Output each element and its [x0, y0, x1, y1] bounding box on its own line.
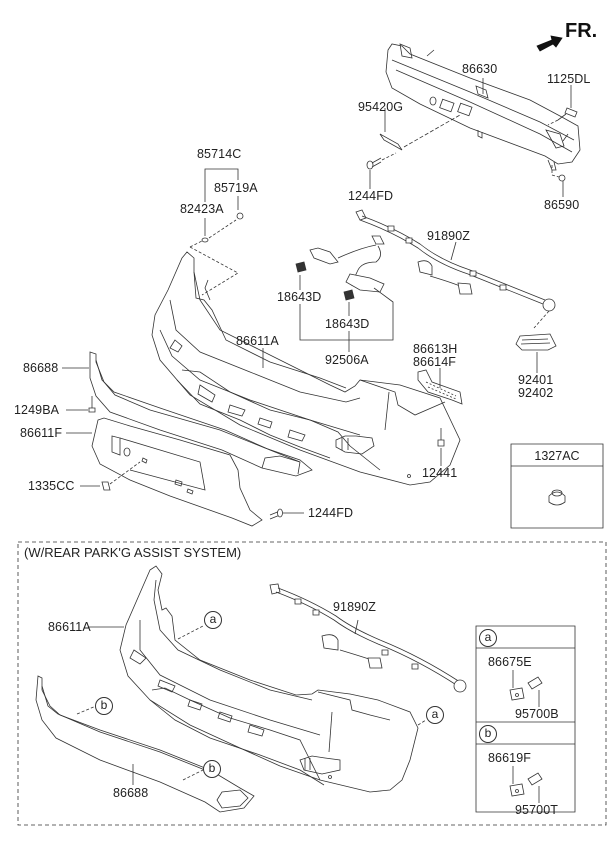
label-85719A: 85719A: [214, 181, 258, 195]
label-82423A: 82423A: [180, 202, 224, 216]
lower-trim-86688-bottom: [36, 676, 254, 812]
inset-a-callout: a: [479, 629, 497, 647]
callout-b-upper: b: [95, 697, 113, 715]
bracket-86613H: [418, 368, 462, 404]
label-1249BA: 1249BA: [14, 403, 60, 417]
front-direction-label: FR.: [565, 20, 598, 42]
bumper-cover-86611A-top: [152, 252, 460, 485]
label-86614F: 86614F: [413, 355, 456, 369]
inset-b-callout: b: [479, 725, 497, 743]
bumper-beam-86630: [386, 44, 580, 170]
label-92401: 92401: [518, 373, 554, 387]
label-18643D-b: 18643D: [325, 317, 370, 331]
nut-86590: [552, 165, 565, 197]
reflector-92401: [516, 334, 556, 373]
fastener-group-85714C: [190, 169, 243, 295]
screw-1244FD-top: [367, 153, 396, 189]
inset-box-a: [476, 626, 575, 812]
bolt-1249BA: [66, 396, 95, 412]
label-95700B: 95700B: [515, 707, 559, 721]
label-86611A-top: 86611A: [236, 334, 279, 348]
label-1125DL: 1125DL: [547, 72, 591, 86]
wiring-harness-91890Z-bottom: [270, 584, 466, 692]
screw-1244FD-bottom: [270, 509, 304, 519]
label-1244FD-bottom: 1244FD: [308, 506, 354, 520]
bolt-1125DL: [558, 85, 577, 120]
label-86590: 86590: [544, 198, 580, 212]
label-86611A-bottom: 86611A: [48, 620, 91, 634]
bracket-95420G: [380, 108, 460, 150]
section-boundary: [18, 542, 606, 825]
label-86613H: 86613H: [413, 342, 458, 356]
lower-trim-86688-top: [62, 352, 312, 476]
label-92506A: 92506A: [325, 353, 369, 367]
label-95700T: 95700T: [515, 803, 558, 817]
label-91890Z-bottom: 91890Z: [333, 600, 376, 614]
label-95420G: 95420G: [358, 100, 404, 114]
label-92402: 92402: [518, 386, 554, 400]
label-1335CC: 1335CC: [28, 479, 75, 493]
callout-a-lower: a: [426, 706, 444, 724]
clip-1335CC: [80, 462, 140, 490]
label-1244FD-top: 1244FD: [348, 189, 394, 203]
label-85714C: 85714C: [197, 147, 242, 161]
inset-1327AC-header: 1327AC: [534, 449, 580, 463]
skid-plate-86611F: [66, 418, 262, 526]
section-title: (W/REAR PARK'G ASSIST SYSTEM): [24, 545, 242, 560]
bumper-cover-86611A-bottom: [88, 566, 426, 792]
callout-a-upper: a: [204, 611, 222, 629]
wiring-harness-91890Z-top: [356, 210, 555, 311]
inset-box-1327AC: [511, 444, 603, 528]
label-12441: 12441: [422, 466, 458, 480]
label-86688-top: 86688: [23, 361, 59, 375]
label-86619F: 86619F: [488, 751, 531, 765]
license-lamp-92506A: [296, 236, 393, 352]
label-86675E: 86675E: [488, 655, 532, 669]
front-direction-arrow-icon: [537, 36, 562, 51]
label-91890Z-top: 91890Z: [427, 229, 470, 243]
label-18643D-a: 18643D: [277, 290, 322, 304]
bolt-12441: [438, 428, 444, 466]
label-86688-bottom: 86688: [113, 786, 149, 800]
callout-b-lower: b: [203, 760, 221, 778]
label-86611F: 86611F: [20, 426, 63, 440]
label-86630: 86630: [462, 62, 498, 76]
